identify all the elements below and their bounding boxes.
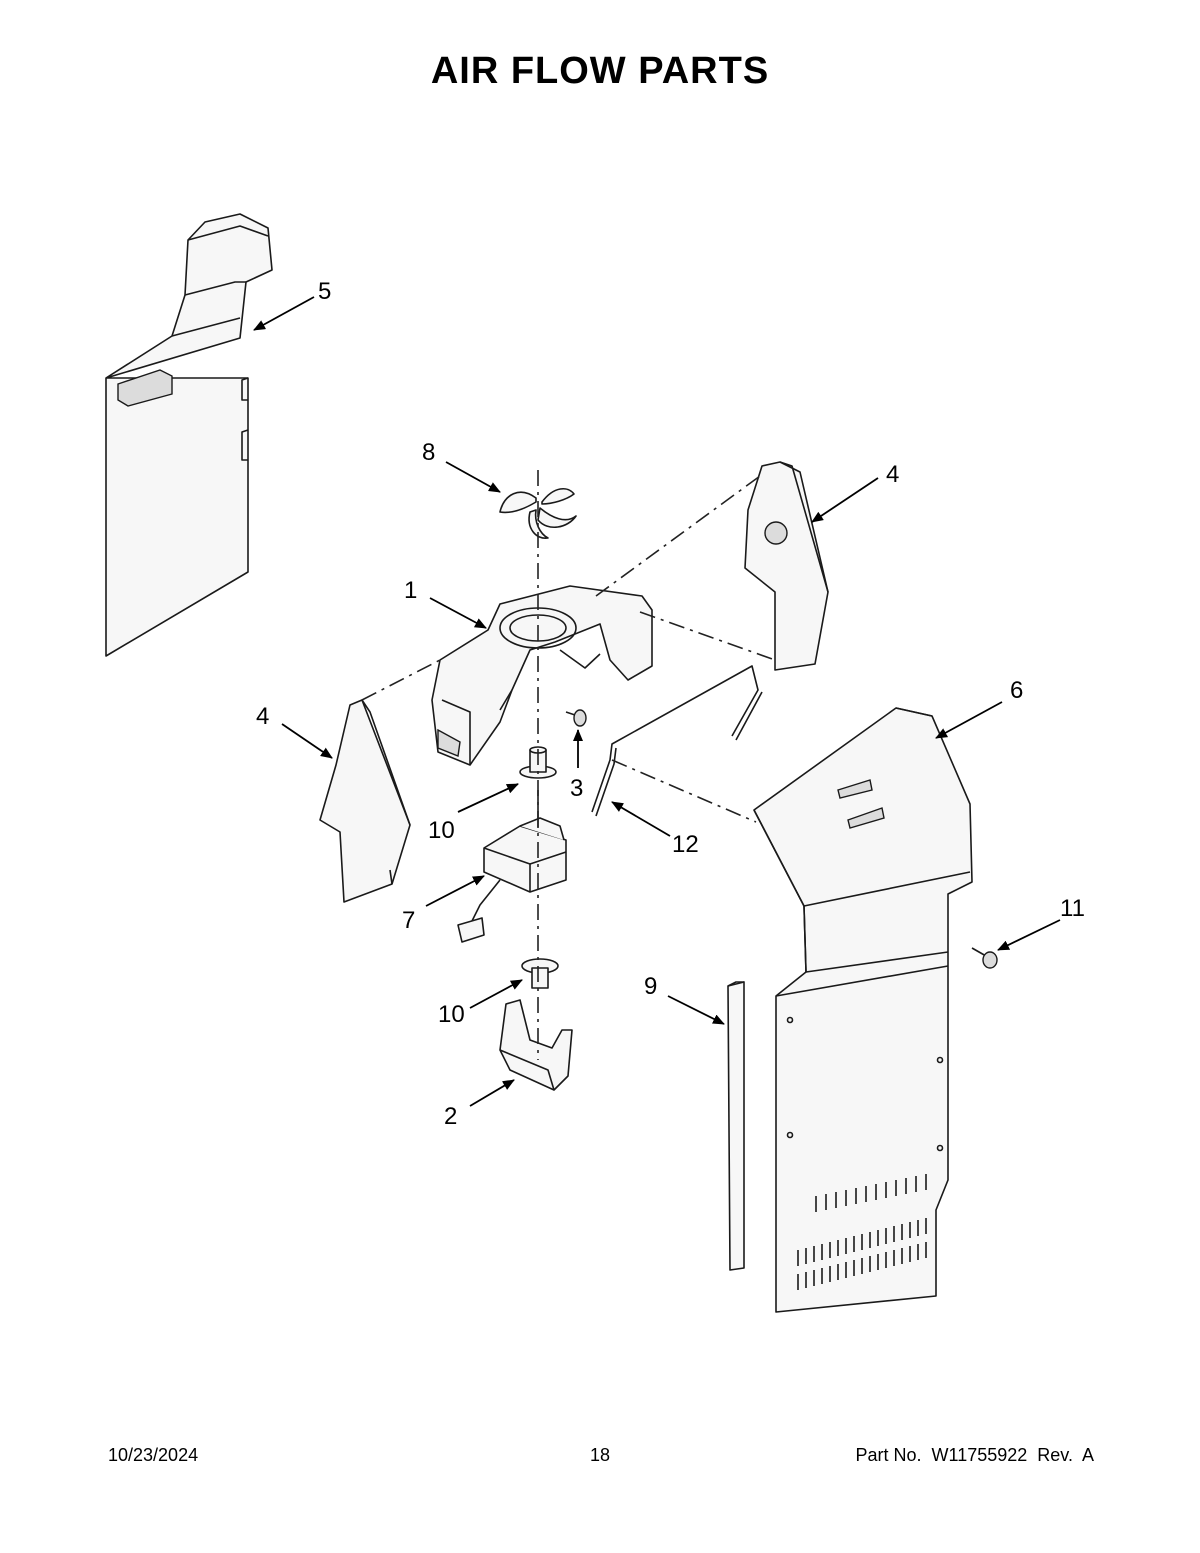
callout-6: 6 xyxy=(1010,677,1023,704)
callout-2: 2 xyxy=(444,1103,457,1130)
alignment-lines xyxy=(361,470,776,1060)
callout-11: 11 xyxy=(1060,895,1085,922)
part-3-screw xyxy=(565,709,587,727)
footer-page-number: 18 xyxy=(589,1445,611,1465)
part-11-screw xyxy=(971,947,998,969)
callout-12: 12 xyxy=(672,831,699,858)
callout-8: 8 xyxy=(422,439,435,466)
callout-5: 5 xyxy=(318,278,331,305)
callout-9: 9 xyxy=(644,973,657,1000)
callout-4-right: 4 xyxy=(886,461,899,488)
part-6-duct-cover xyxy=(753,707,973,1313)
callout-3: 3 xyxy=(570,775,583,802)
callout-4-left: 4 xyxy=(256,703,269,730)
footer-date: 10/23/2024 xyxy=(108,1445,199,1465)
part-1-fan-housing xyxy=(431,585,653,766)
callout-1: 1 xyxy=(404,577,417,604)
part-7-fan-motor xyxy=(457,790,567,943)
part-4-deflector-right xyxy=(744,461,829,671)
callout-7: 7 xyxy=(402,907,415,934)
part-5-duct-panel xyxy=(105,213,273,657)
leader-arrows xyxy=(253,296,1061,1107)
part-9-foam-strip xyxy=(727,981,745,1271)
footer-part-number: Part No. W11755922 Rev. A xyxy=(855,1445,1094,1465)
part-2-motor-bracket xyxy=(499,999,573,1091)
part-4-deflector-left xyxy=(319,699,411,903)
page-title: AIR FLOW PARTS xyxy=(430,50,770,92)
part-8-fan-blade xyxy=(499,487,577,539)
callout-10-lower: 10 xyxy=(438,1001,465,1028)
callout-10-upper: 10 xyxy=(428,817,455,844)
part-10-grommet-lower xyxy=(521,958,559,989)
part-12-wire-bracket xyxy=(591,665,763,817)
